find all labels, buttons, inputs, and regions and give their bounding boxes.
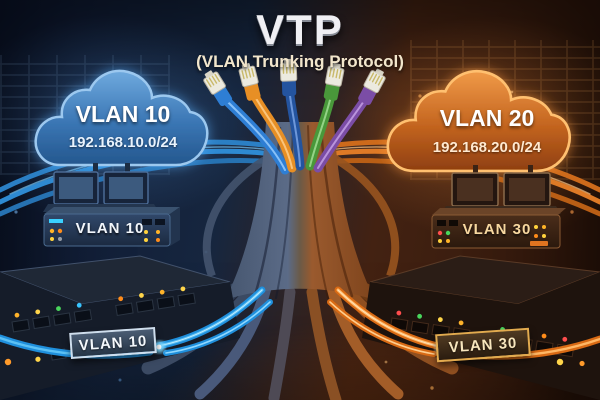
cable-tree-trunk <box>202 122 400 300</box>
rj45-connector-icon <box>355 65 389 108</box>
vlan10-hosts <box>43 171 180 247</box>
rj45-connector-icon <box>237 61 263 103</box>
vlan20-cloud <box>386 69 571 173</box>
rj45-connector-icon <box>321 61 346 103</box>
rj45-connector-icon <box>279 58 299 97</box>
vlan10-switch <box>43 207 180 247</box>
vlan10-cloud <box>34 69 209 167</box>
rj45-connector-icon <box>200 67 235 109</box>
patch-cable-fan <box>200 58 389 175</box>
laptop-icon <box>93 171 159 212</box>
uplink-stems <box>93 163 533 176</box>
bottom-right-switch <box>362 255 600 400</box>
vlan30-switch <box>431 208 566 249</box>
vlan30-hosts <box>431 172 566 249</box>
